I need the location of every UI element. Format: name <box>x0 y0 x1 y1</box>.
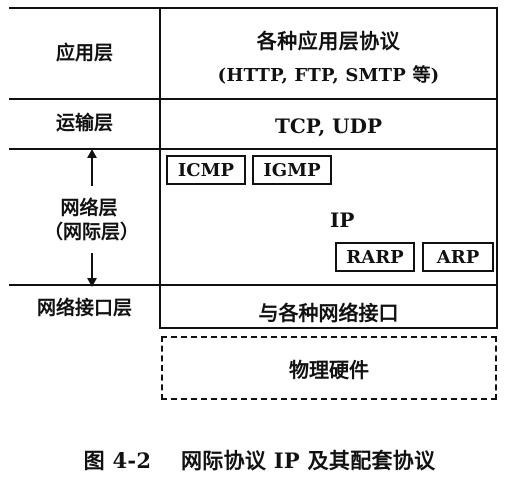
application-layer-label: 应用层 <box>9 9 160 100</box>
down-arrow-icon <box>87 253 97 287</box>
icmp-box: ICMP <box>166 155 246 185</box>
network-layer-label-wrap: 网络层 （网际层） <box>44 197 140 245</box>
igmp-box: IGMP <box>252 155 332 185</box>
application-protocols-box: 各种应用层协议 (HTTP, FTP, SMTP 等) <box>161 9 496 100</box>
transport-layer-label: 运输层 <box>9 100 160 150</box>
application-protocols-list: (HTTP, FTP, SMTP 等) <box>217 65 440 86</box>
network-interface-layer-label: 网络接口层 <box>36 296 132 319</box>
network-layer-label: 网络层 <box>60 197 118 219</box>
figure-title: 网际协议 IP 及其配套协议 <box>180 448 436 473</box>
ip-label: IP <box>330 208 355 232</box>
application-protocols-title: 各种应用层协议 <box>256 29 401 53</box>
network-layer-label-row: 网络层 （网际层） <box>9 149 160 287</box>
physical-hardware-box: 物理硬件 <box>161 336 497 400</box>
figure-number: 图 4-2 <box>83 448 152 473</box>
protocol-stack: 各种应用层协议 (HTTP, FTP, SMTP 等) TCP, UDP ICM… <box>159 7 498 329</box>
figure-caption: 图 4-2 网际协议 IP 及其配套协议 <box>0 445 519 475</box>
layer-label-column: 应用层 运输层 网络层 （网际层） 网络接口层 <box>9 7 160 331</box>
transport-protocols-box: TCP, UDP <box>161 100 496 150</box>
ip-protocols-box: ICMP IGMP IP RARP ARP <box>161 150 496 286</box>
up-arrow-icon <box>87 149 97 186</box>
network-interfaces-label: 与各种网络接口 <box>258 301 399 325</box>
internet-layer-label: （网际层） <box>44 220 140 243</box>
transport-protocols-label: TCP, UDP <box>274 114 382 138</box>
rarp-box: RARP <box>335 242 415 272</box>
network-interfaces-box: 与各种网络接口 <box>161 286 496 329</box>
arp-box: ARP <box>422 242 494 272</box>
